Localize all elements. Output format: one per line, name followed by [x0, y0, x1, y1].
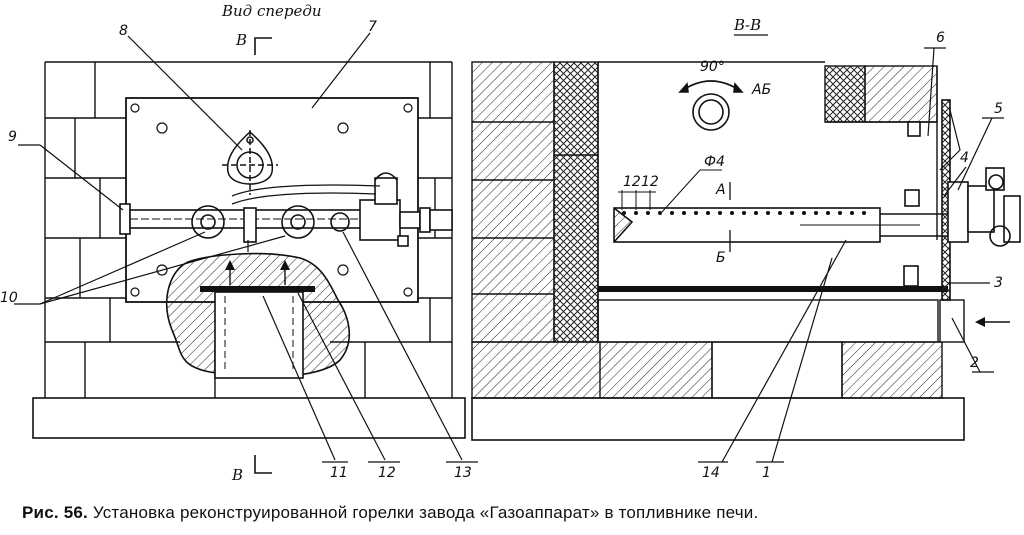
callout-13: 13 — [454, 465, 472, 481]
firebox-cutout — [165, 252, 351, 379]
pitch-2: 12 — [641, 174, 659, 190]
caption-label: Рис. 56. — [22, 503, 88, 522]
callout-12: 12 — [378, 465, 396, 481]
caption-text: Установка реконструированной горелки зав… — [92, 503, 759, 522]
section-mark-bottom — [254, 455, 272, 474]
foundation-slab-left — [32, 397, 466, 439]
section-mark-top — [254, 37, 272, 55]
callout-3: 3 — [994, 275, 1003, 291]
front-plate-assembly — [903, 99, 1021, 301]
callout-8: 8 — [119, 23, 128, 39]
front-view-title: Вид спереди — [221, 2, 322, 20]
callout-9: 9 — [8, 129, 17, 145]
leaders-left — [14, 32, 478, 463]
section-mark-bottom-label: В — [231, 466, 243, 484]
section-view: В-В — [471, 16, 1021, 481]
section-title: В-В — [733, 16, 761, 34]
left-wall-masonry — [471, 61, 599, 343]
ab-label: АБ — [751, 82, 771, 98]
callout-10: 10 — [0, 290, 18, 306]
leaders-right — [698, 47, 1004, 463]
front-view: В В Вид спереди 8 7 9 10 11 12 13 — [0, 2, 478, 484]
sight-tube — [678, 80, 744, 131]
angle-dimension: 90° — [700, 59, 725, 75]
callout-14: 14 — [702, 465, 720, 481]
hearth-masonry — [471, 286, 965, 399]
burner-manifold — [119, 172, 453, 252]
callout-4: 4 — [960, 150, 969, 166]
pitch-1: 12 — [623, 174, 641, 190]
section-mark-top-label: В — [235, 31, 247, 49]
callout-11: 11 — [330, 465, 348, 481]
hole-diameter: Ф4 — [704, 154, 725, 170]
callout-1: 1 — [762, 465, 771, 481]
callout-5: 5 — [994, 101, 1003, 117]
burner-tube — [613, 182, 950, 252]
peephole-flange — [222, 130, 278, 195]
right-top-block — [824, 65, 938, 240]
pitch-dimension — [618, 169, 722, 213]
figure-caption: Рис. 56. Установка реконструированной го… — [22, 503, 1022, 529]
callout-7: 7 — [368, 19, 377, 35]
section-b-label: Б — [716, 250, 726, 266]
foundation-slab-right — [471, 397, 965, 441]
callout-2: 2 — [970, 355, 979, 371]
callout-6: 6 — [936, 30, 945, 46]
section-a-label: А — [715, 182, 726, 198]
